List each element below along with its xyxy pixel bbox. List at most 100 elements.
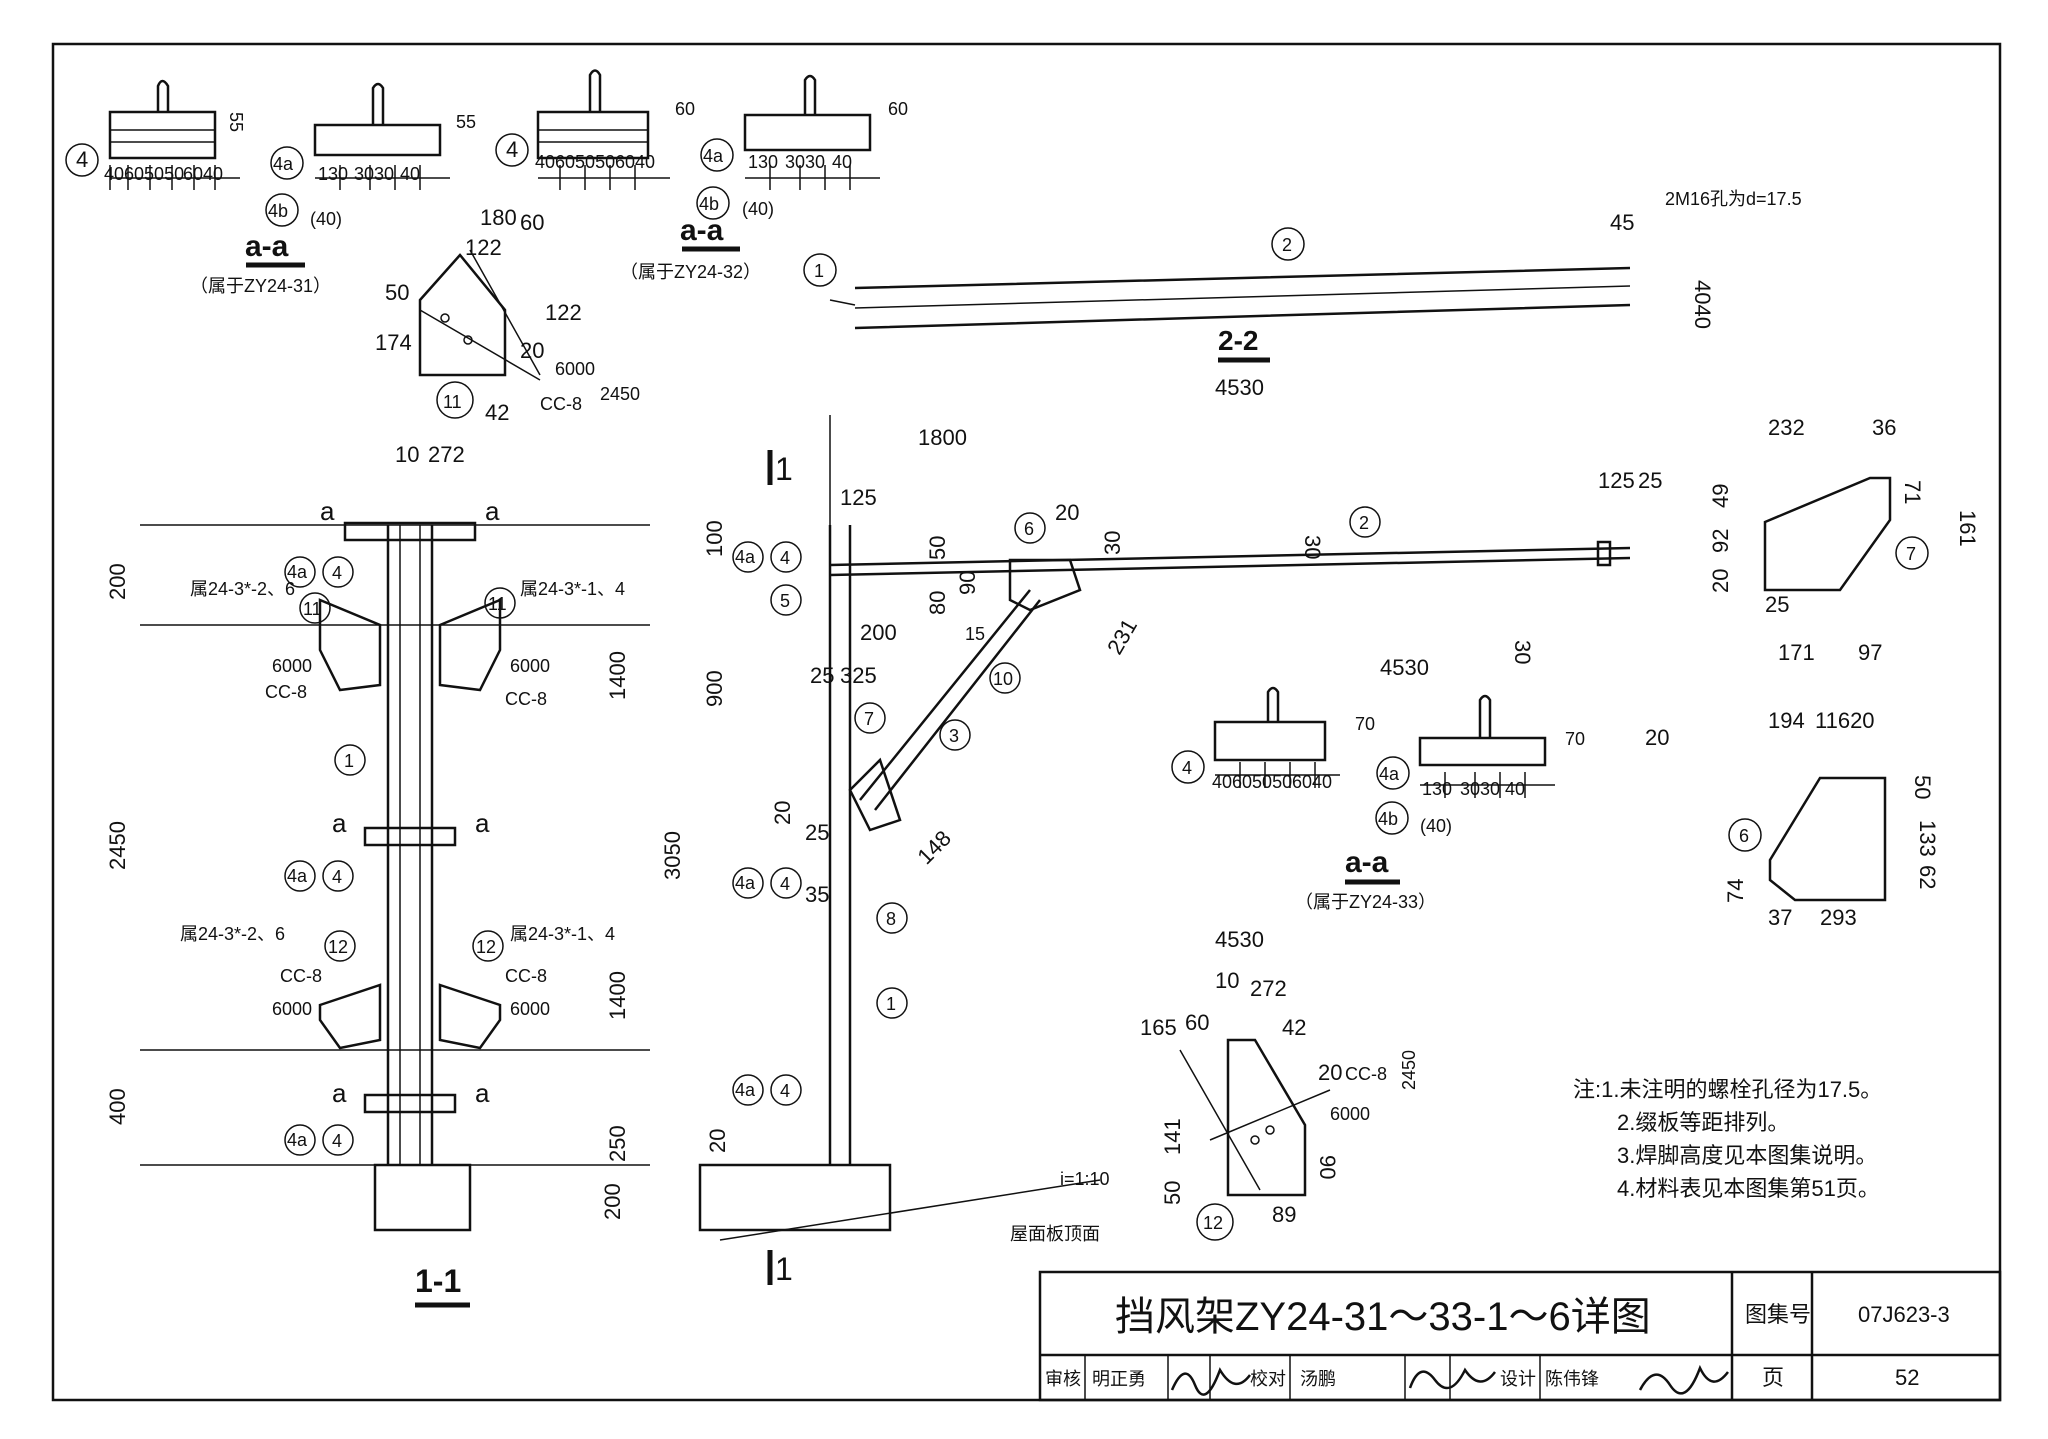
callout-4a: 4a [273, 154, 294, 174]
dim-25b: 25 [1638, 468, 1662, 493]
dim-20-e: 20 [1055, 500, 1079, 525]
callout-1-e: 1 [886, 994, 896, 1014]
section-aa-zy24-32: 4 40605050 6040 60 4a 4b 130 3030 40 (40… [495, 69, 908, 282]
dim-125a: 125 [840, 485, 877, 510]
section-1-1: a a a a a a 4a 4 11 11 1 4a 4 12 12 4a 4… [105, 496, 685, 1308]
signature-checker [1408, 1367, 1496, 1390]
reviewer-name: 明正勇 [1092, 1369, 1146, 1389]
cut-1-top: 1 [775, 451, 793, 487]
weld-6000-b: 6000 [272, 656, 312, 676]
dim-122a: 122 [465, 235, 502, 260]
cut-1-bottom: 1 [775, 1251, 793, 1287]
plate-11-detail: 11 180 60 122 122 50 174 20 272 42 10 60… [375, 205, 640, 467]
dim-900: 900 [702, 670, 727, 707]
callout-12-1: 12 [328, 937, 348, 957]
design-label: 设计 [1500, 1369, 1536, 1389]
dim-row3b: 6040 [1292, 772, 1332, 792]
dim-400-1: 400 [105, 1088, 130, 1125]
dim-36: 36 [1872, 415, 1896, 440]
dim-62: 62 [1915, 865, 1940, 889]
aa2-sub: （属于ZY24-32） [620, 262, 761, 282]
callout-4b-33: 4b [1378, 809, 1398, 829]
dim-74: 74 [1723, 879, 1748, 903]
cut-a-4: a [475, 808, 490, 838]
dim-55b: 55 [456, 112, 476, 132]
dim-row: 40605050 [104, 164, 184, 184]
dim-90-12: 90 [1315, 1155, 1340, 1179]
callout-2-e1: 2 [1359, 513, 1369, 533]
dim-125b: 125 [1598, 468, 1635, 493]
callout-1-1: 1 [344, 751, 354, 771]
callout-4a-2: 4a [287, 866, 308, 886]
note-4: 4.材料表见本图集第51页。 [1617, 1176, 1880, 1201]
section-aa-zy24-33: 4 40605050 6040 70 4a 4b 130 3030 40 (40… [1171, 686, 1585, 912]
dim-40: 40 [400, 164, 420, 184]
weld-cc8-e: CC-8 [505, 966, 547, 986]
aa1-title: a-a [245, 230, 289, 263]
dim-122b: 122 [545, 300, 582, 325]
ref-lower-right: 属24-3*-1、4 [510, 924, 615, 944]
ref-upper-left: 属24-3*-2、6 [190, 579, 295, 599]
callout-4-e1: 4 [780, 548, 790, 568]
callout-10: 10 [993, 669, 1013, 689]
dim-row-b: 6040 [183, 164, 223, 184]
dim-10: 10 [395, 442, 419, 467]
callout-4-2: 4 [332, 867, 342, 887]
dim-20-e2: 20 [770, 801, 795, 825]
s11-title: 1-1 [415, 1263, 461, 1299]
dim-141: 141 [1160, 1118, 1185, 1155]
dim-37: 37 [1768, 905, 1792, 930]
page-label: 页 [1762, 1365, 1784, 1390]
callout-4-3: 4 [332, 1131, 342, 1151]
dim-97: 97 [1858, 640, 1882, 665]
callout-7-detail: 7 [1906, 544, 1916, 564]
dim-60b: 60 [888, 99, 908, 119]
callout-4a-e1: 4a [735, 547, 756, 567]
section-2-2: 1 2 2M16孔为d=17.5 45 4040 2-2 [803, 189, 1802, 363]
dim-293: 293 [1820, 905, 1857, 930]
plate-7-detail: 7 232 36 49 92 20 71 161 25 171 97 [1708, 415, 1980, 665]
dim-20-7: 20 [1708, 569, 1733, 593]
dim-30-e2: 30 [1300, 535, 1325, 559]
ref-lower-left: 属24-3*-2、6 [180, 924, 285, 944]
atlas-label: 图集号 [1745, 1302, 1811, 1327]
callout-3: 3 [949, 726, 959, 746]
callout-4-e3: 4 [780, 1081, 790, 1101]
dim-3030: 3030 [354, 164, 394, 184]
dim-15: 15 [965, 624, 985, 644]
weld-6000-12: 6000 [1330, 1104, 1370, 1124]
dim-25-e2: 25 [805, 820, 829, 845]
dim-50: 50 [385, 280, 409, 305]
aa3-title: a-a [1345, 846, 1389, 879]
dim-40pc: (40) [1420, 816, 1452, 836]
dim-25-7: 25 [1765, 592, 1789, 617]
cut-a-6: a [475, 1078, 490, 1108]
callout-8: 8 [886, 909, 896, 929]
signature-reviewer [1170, 1367, 1251, 1396]
note-2: 2.缀板等距排列。 [1617, 1110, 1789, 1135]
dim-45: 45 [1610, 210, 1634, 235]
dim-100: 100 [702, 520, 727, 557]
dim-4530-top: 4530 [1215, 375, 1264, 400]
callout-1-22: 1 [814, 261, 824, 281]
dim-80: 80 [925, 591, 950, 615]
dim-42-12: 42 [1282, 1015, 1306, 1040]
callout-4-b: 4 [506, 137, 518, 162]
plate-12-detail: 12 10 272 42 165 60 141 50 90 89 20 CC-8… [1140, 968, 1419, 1241]
callout-4b: 4b [268, 201, 288, 221]
dim-180: 180 [480, 205, 517, 230]
bolt-holes-label: 2M16孔为d=17.5 [1665, 189, 1802, 209]
dim-272-12: 272 [1250, 976, 1287, 1001]
dim-35: 35 [805, 882, 829, 907]
dim-325: 325 [840, 663, 877, 688]
dim-200-2: 200 [600, 1183, 625, 1220]
weld-6000-d: 6000 [272, 999, 312, 1019]
callout-4a-e3: 4a [735, 1080, 756, 1100]
title-block: 挡风架ZY24-31～33-1～6详图 图集号 07J623-3 审核 明正勇 … [1038, 1270, 2002, 1402]
dim-4040: 4040 [1690, 280, 1715, 329]
dim-40b: 40 [832, 152, 852, 172]
dim-49: 49 [1708, 484, 1733, 508]
dim-194: 194 [1768, 708, 1805, 733]
dim-60: 60 [675, 99, 695, 119]
plate-6-detail: 6 194 11620 50 133 62 74 37 293 [1723, 708, 1940, 930]
